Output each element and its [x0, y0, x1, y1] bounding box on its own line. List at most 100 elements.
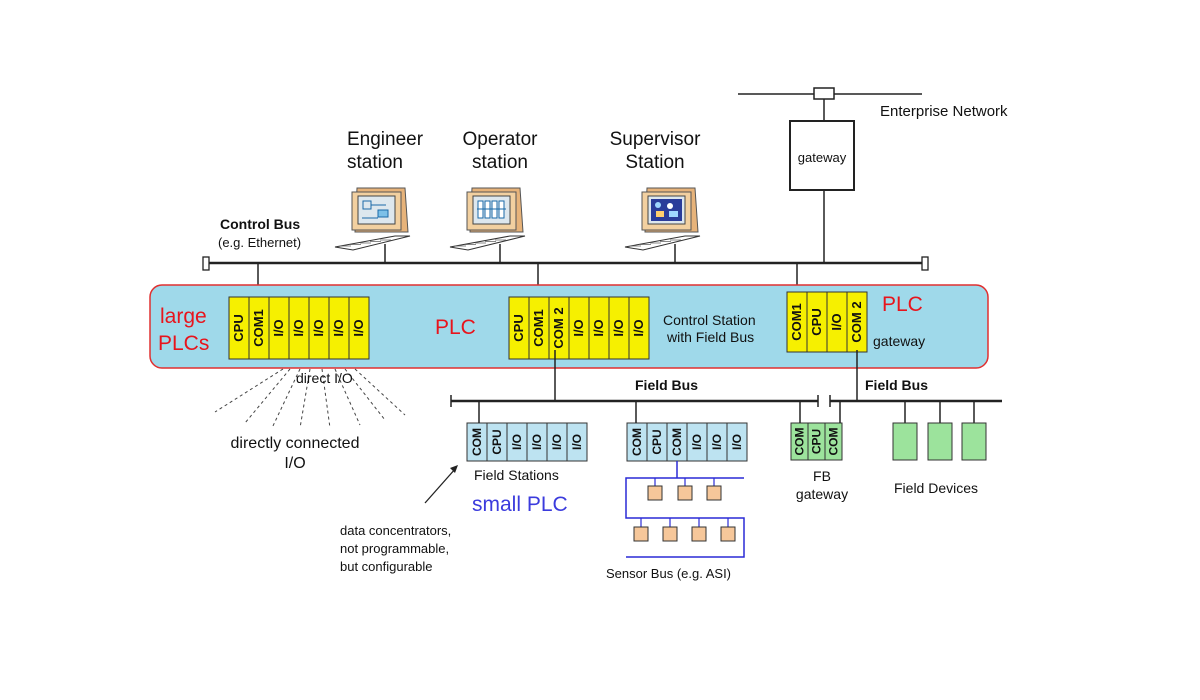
operator-station-label-2: station [472, 152, 528, 173]
supervisor-computer [624, 187, 701, 263]
supervisor-station-label-2: Station [625, 152, 684, 173]
data-concentrators-line-3: but configurable [340, 559, 433, 574]
module-label: I/O [291, 319, 306, 336]
direct-io-line [244, 368, 291, 424]
module-label: I/O [591, 319, 606, 336]
control-station-label-1: Control Station [663, 312, 756, 328]
module-label: I/O [730, 434, 744, 450]
control-bus-title: Control Bus [220, 216, 300, 232]
station-labels: Engineer station Operator station Superv… [347, 129, 701, 173]
module-label: I/O [710, 434, 724, 450]
small-plc-label: small PLC [472, 493, 568, 516]
module-label: I/O [550, 434, 564, 450]
enterprise-gateway-label: gateway [798, 150, 847, 165]
module-label: COM [630, 428, 644, 456]
fb-gateway-label-2: gateway [796, 486, 848, 502]
module-label: CPU [810, 429, 824, 454]
module-label: I/O [331, 319, 346, 336]
module-label: I/O [829, 313, 844, 330]
module-label: I/O [690, 434, 704, 450]
sensor-nodes [633, 478, 736, 542]
enterprise-network-label: Enterprise Network [880, 103, 1008, 120]
sensor-node [691, 526, 707, 542]
field-stations-label: Field Stations [474, 467, 559, 483]
module-label: CPU [511, 314, 526, 341]
direct-io-line [344, 368, 386, 421]
operator-station-label-1: Operator [463, 129, 539, 150]
data-concentrators-line-2: not programmable, [340, 541, 449, 556]
module-label: I/O [611, 319, 626, 336]
direct-io-label: direct I/O [296, 370, 353, 386]
engineer-station-label-1: Engineer [347, 129, 424, 150]
field-devices: Field Devices [892, 422, 987, 496]
operator-computer [449, 187, 526, 263]
large-plcs-label-1: large [160, 305, 207, 328]
enterprise-network: Enterprise Network [738, 87, 1008, 121]
supervisor-station-label-1: Supervisor [610, 129, 701, 150]
field-device [927, 422, 953, 461]
large-plcs-label-2: PLCs [158, 332, 209, 355]
module-label: CPU [809, 308, 824, 335]
module-label: COM [793, 428, 807, 456]
sensor-node [720, 526, 736, 542]
plc-label: PLC [435, 316, 476, 339]
field-device [961, 422, 987, 461]
sensor-node [706, 485, 722, 501]
plc-gateway-label: gateway [873, 333, 925, 349]
direct-io-line [354, 368, 406, 416]
fb-gateway-label-1: FB [813, 468, 831, 484]
sensor-node [662, 526, 678, 542]
module-label: COM 2 [551, 307, 566, 348]
sensor-bus-label: Sensor Bus (e.g. ASI) [606, 566, 731, 581]
sensor-node [633, 526, 649, 542]
module-label: I/O [631, 319, 646, 336]
module-label: COM1 [251, 309, 266, 347]
module-label: I/O [271, 319, 286, 336]
direct-io-line [271, 368, 301, 429]
control-station-rack: CPU COM1 COM 2 I/O I/O I/O I/O [508, 296, 650, 360]
data-concentrators-line-1: data concentrators, [340, 523, 451, 538]
direct-io-line [321, 368, 331, 429]
module-label: COM 2 [849, 301, 864, 342]
field-bus-right-label: Field Bus [865, 377, 928, 393]
module-label: COM1 [531, 309, 546, 347]
field-bus-left-label: Field Bus [635, 377, 698, 393]
module-label: I/O [351, 319, 366, 336]
field-bus-right: Field Bus [829, 350, 1002, 423]
module-label: COM [670, 428, 684, 456]
plc-label-right: PLC [882, 293, 923, 316]
control-bus-subtitle: (e.g. Ethernet) [218, 235, 301, 250]
field-devices-label: Field Devices [894, 480, 978, 496]
module-label: COM [827, 428, 841, 456]
directly-connected-label-1: directly connected [231, 435, 360, 452]
module-label: I/O [311, 319, 326, 336]
direct-io-line [299, 368, 311, 429]
module-label: I/O [530, 434, 544, 450]
directly-connected-label-2: I/O [284, 455, 305, 472]
enterprise-gateway: gateway [789, 120, 855, 263]
module-label: I/O [571, 319, 586, 336]
sensor-bus: Sensor Bus (e.g. ASI) [606, 461, 745, 581]
control-station-label-2: with Field Bus [666, 329, 754, 345]
sensor-node [647, 485, 663, 501]
data-concentrators-annotation: data concentrators, not programmable, bu… [340, 465, 458, 574]
module-slot [824, 422, 843, 461]
module-label: COM [470, 428, 484, 456]
direct-io-line [214, 368, 284, 413]
direct-io-line [334, 368, 361, 426]
module-label: CPU [490, 429, 504, 454]
workstation-computers [334, 187, 701, 263]
module-slot [726, 422, 748, 462]
module-slot [348, 296, 370, 360]
sensor-node [677, 485, 693, 501]
module-slot [566, 422, 588, 462]
module-label: I/O [570, 434, 584, 450]
engineer-computer [334, 187, 411, 263]
